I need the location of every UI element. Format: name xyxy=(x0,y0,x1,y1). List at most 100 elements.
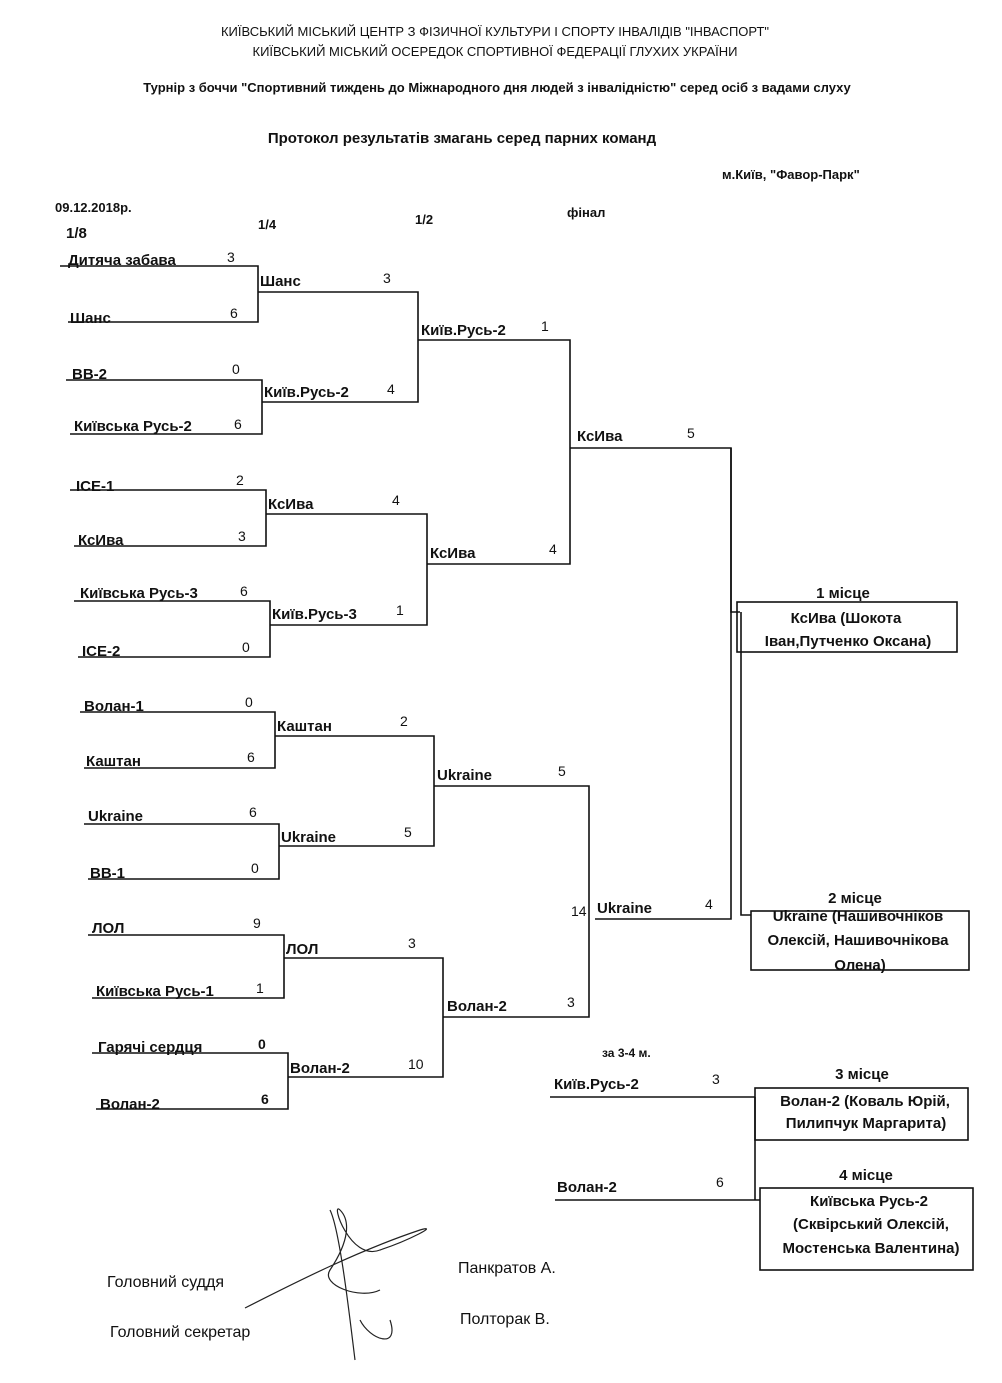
qf-score: 1 xyxy=(396,602,404,618)
qf-team: Ukraine xyxy=(281,829,337,846)
place-2-line: Ukraine (Нашивочніков xyxy=(772,908,944,925)
place-2-line: Олена) xyxy=(834,957,886,974)
protocol-title: Протокол результатів змагань серед парни… xyxy=(267,130,657,147)
r16-score: 0 xyxy=(251,860,259,876)
org-line-2: КИЇВСЬКИЙ МІСЬКИЙ ОСЕРЕДОК СПОРТИВНОЇ ФЕ… xyxy=(252,44,738,59)
tournament-title: Турнір з боччи "Спортивний тиждень до Мі… xyxy=(143,80,851,95)
final-team: КсИва xyxy=(577,428,623,445)
r16-score: 9 xyxy=(253,915,261,931)
round-label-r16: 1/8 xyxy=(66,225,87,242)
qf-match-bracket xyxy=(275,735,435,847)
qf-team: Каштан xyxy=(277,718,332,735)
r16-team: Волан-1 xyxy=(84,698,144,715)
qf-team: ЛОЛ xyxy=(286,941,319,958)
sf-team: Волан-2 xyxy=(447,998,507,1015)
r16-match-bracket xyxy=(60,265,259,323)
location: м.Київ, "Фавор-Парк" xyxy=(722,167,860,182)
place-3-line: Волан-2 (Коваль Юрій, xyxy=(780,1093,950,1110)
r16-match-bracket xyxy=(88,934,285,999)
r16-score: 6 xyxy=(247,749,255,765)
sf-score: 4 xyxy=(549,541,557,557)
r16-score: 0 xyxy=(242,639,250,655)
third-place-team: Волан-2 xyxy=(557,1179,617,1196)
qf-score: 2 xyxy=(400,713,408,729)
r16-team: Дитяча забава xyxy=(68,252,176,269)
third-place-box xyxy=(754,1087,969,1141)
place-3-label: 3 місце xyxy=(835,1066,889,1083)
round-label-qf: 1/4 xyxy=(258,217,277,232)
date: 09.12.2018р. xyxy=(55,200,132,215)
sf-team: Ukraine xyxy=(437,767,493,784)
place-4-line: Київська Русь-2 xyxy=(810,1193,928,1210)
r16-score: 3 xyxy=(227,249,235,265)
r16-score: 2 xyxy=(236,472,244,488)
r16-match-bracket xyxy=(66,379,263,435)
qf-team: Київ.Русь-3 xyxy=(272,606,357,623)
qf-team: КсИва xyxy=(268,496,314,513)
chief-judge-name: Панкратов А. xyxy=(458,1260,556,1277)
r16-team: ВВ-1 xyxy=(90,865,126,882)
r16-score: 6 xyxy=(234,416,242,432)
qf-score: 3 xyxy=(408,935,416,951)
sf-score: 3 xyxy=(567,994,575,1010)
r16-match-bracket xyxy=(80,711,276,769)
place-1-line: Іван,Путченко Оксана) xyxy=(764,633,932,650)
place-4-line: (Сквірський Олексій, xyxy=(793,1216,949,1233)
qf-score: 4 xyxy=(387,381,395,397)
r16-score: 6 xyxy=(261,1091,269,1107)
final-to-first-place-line xyxy=(730,448,740,613)
first-place-box xyxy=(736,601,958,653)
r16-team: Київська Русь-3 xyxy=(80,585,198,602)
r16-team: Ukraine xyxy=(88,808,144,825)
sf-team: КсИва xyxy=(430,545,476,562)
r16-score: 0 xyxy=(245,694,253,710)
final-to-second-place-line xyxy=(740,612,751,916)
final-prefix-number: 14 xyxy=(571,903,587,919)
third-place-score: 6 xyxy=(716,1174,724,1190)
org-line-1: КИЇВСЬКИЙ МІСЬКИЙ ЦЕНТР З ФІЗИЧНОЇ КУЛЬТ… xyxy=(220,24,770,39)
chief-secretary-label: Головний секретар xyxy=(110,1324,251,1341)
r16-score: 6 xyxy=(230,305,238,321)
round-label-sf: 1/2 xyxy=(415,212,434,227)
r16-team: ICE-2 xyxy=(82,643,121,660)
r16-team: КсИва xyxy=(78,532,124,549)
chief-judge-label: Головний суддя xyxy=(107,1274,225,1291)
qf-team: Шанс xyxy=(260,273,301,290)
place-1-label: 1 місце xyxy=(816,585,870,602)
round-label-third-place: за 3-4 м. xyxy=(602,1046,651,1060)
place-1-line: КсИва (Шокота xyxy=(790,610,902,627)
final-score: 5 xyxy=(687,425,695,441)
r16-team: Київська Русь-1 xyxy=(96,983,214,1000)
qf-match-bracket xyxy=(258,291,419,403)
r16-score: 0 xyxy=(232,361,240,377)
r16-match-bracket xyxy=(70,489,267,547)
r16-match-bracket xyxy=(84,823,280,880)
qf-team: Київ.Русь-2 xyxy=(264,384,349,401)
r16-score: 3 xyxy=(238,528,246,544)
sf-match-bracket xyxy=(418,339,571,565)
r16-team: ЛОЛ xyxy=(92,920,125,937)
sf-team: Київ.Русь-2 xyxy=(421,322,506,339)
r16-score: 0 xyxy=(258,1036,266,1052)
place-4-label: 4 місце xyxy=(839,1167,893,1184)
sf-score: 5 xyxy=(558,763,566,779)
r16-team: Київська Русь-2 xyxy=(74,418,192,435)
qf-match-bracket xyxy=(266,513,428,626)
qf-score: 5 xyxy=(404,824,412,840)
r16-score: 6 xyxy=(240,583,248,599)
r16-team: ВВ-2 xyxy=(72,366,108,383)
r16-score: 6 xyxy=(249,804,257,820)
r16-score: 1 xyxy=(256,980,264,996)
place-2-label: 2 місце xyxy=(828,890,882,907)
qf-score: 4 xyxy=(392,492,400,508)
qf-score: 3 xyxy=(383,270,391,286)
qf-score: 10 xyxy=(408,1056,424,1072)
sf-score: 1 xyxy=(541,318,549,334)
place-2-line: Олексій, Нашивочнікова xyxy=(767,932,949,949)
signature-scribble xyxy=(244,1208,428,1361)
place-4-line: Мостенська Валентина) xyxy=(782,1240,960,1257)
r16-team: ICE-1 xyxy=(76,478,115,495)
final-team: Ukraine xyxy=(597,900,653,917)
